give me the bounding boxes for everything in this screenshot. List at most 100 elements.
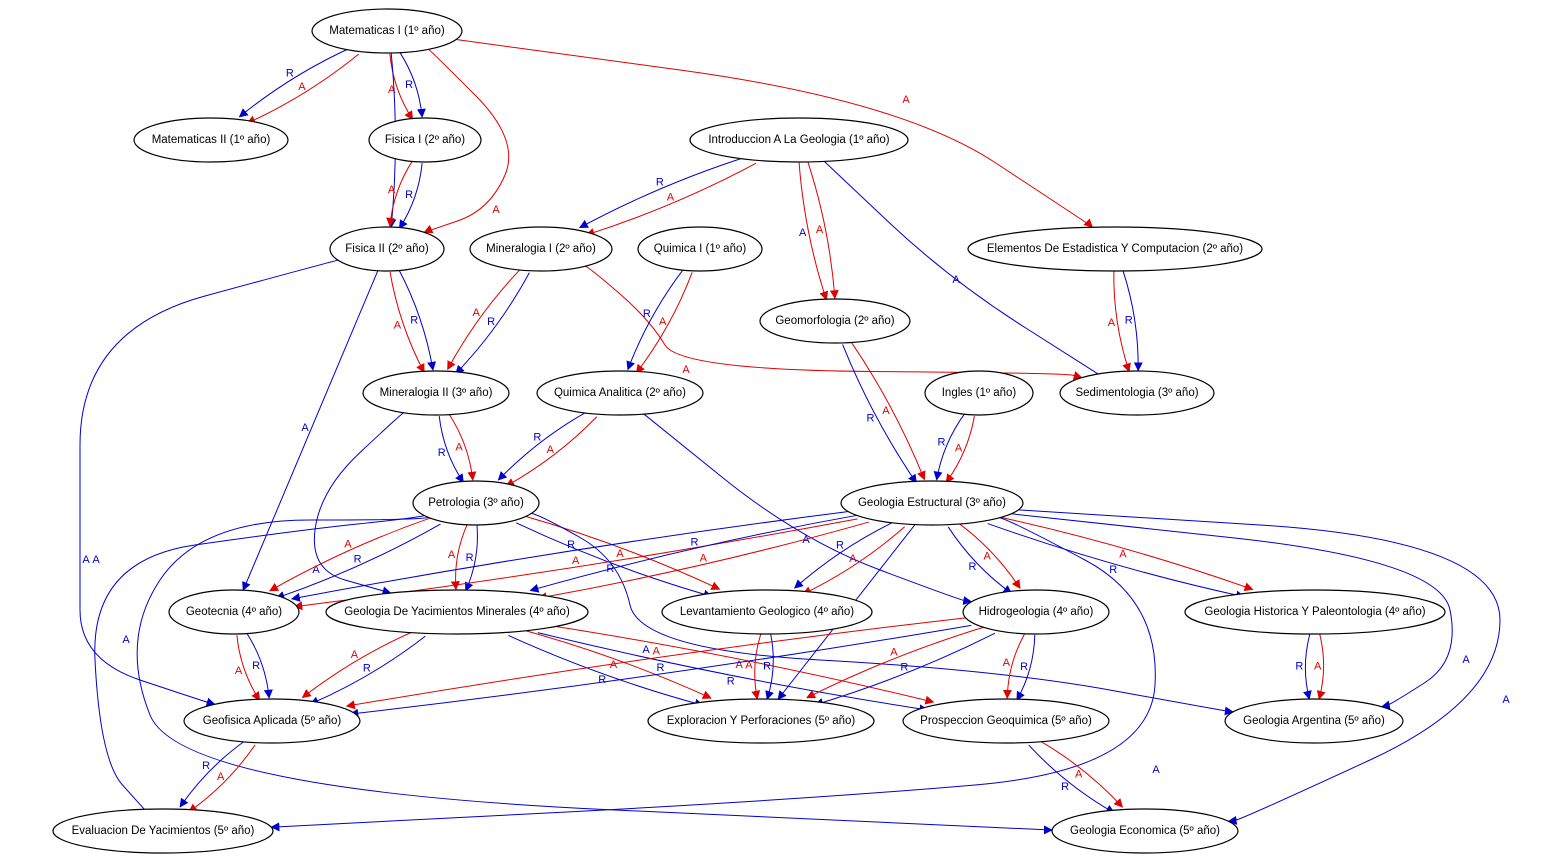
node-label: Ingles (1º año) <box>942 387 1017 399</box>
node-shape[interactable] <box>311 8 463 54</box>
node-hidro[interactable]: Hidrogeologia (4º año) <box>962 589 1110 635</box>
edge-label: R <box>727 675 735 687</box>
node-evyac[interactable]: Evaluacion De Yacimientos (5º año) <box>52 808 274 854</box>
node-label: Prospeccion Geoquimica (5º año) <box>920 715 1092 727</box>
node-min1[interactable]: Mineralogia I (2º año) <box>469 226 613 272</box>
edge-path <box>313 412 405 596</box>
node-gym[interactable]: Geologia De Yacimientos Minerales (4º añ… <box>325 589 589 635</box>
node-label: Hidrogeologia (4º año) <box>979 606 1094 618</box>
node-mat1[interactable]: Matematicas I (1º año) <box>311 8 463 54</box>
node-shape[interactable] <box>469 226 613 272</box>
edge-path <box>945 416 975 484</box>
node-geotec[interactable]: Geotecnia (4º año) <box>168 589 300 635</box>
edge-label: A <box>1119 548 1127 560</box>
node-levant[interactable]: Levantamiento Geologico (4º año) <box>661 589 873 635</box>
node-shape[interactable] <box>840 480 1024 526</box>
edge-label: R <box>466 552 474 564</box>
edge-label: R <box>438 447 446 459</box>
node-ingles[interactable]: Ingles (1º año) <box>924 370 1034 416</box>
node-shape[interactable] <box>325 589 589 635</box>
node-min2[interactable]: Mineralogia II (3º año) <box>362 370 510 416</box>
node-petro[interactable]: Petrologia (3º año) <box>412 480 540 526</box>
edge-petro-garg-r: A <box>531 512 1234 716</box>
node-histpal[interactable]: Geologia Historica Y Paleontologia (4º a… <box>1184 589 1446 635</box>
edge-path <box>1302 633 1312 700</box>
node-shape[interactable] <box>902 698 1110 744</box>
node-label: Fisica I (2º año) <box>385 134 465 146</box>
edge-fis1-fis2-r: R <box>398 162 423 230</box>
edge-geofis-evyac-a: A <box>188 744 256 813</box>
edge-gestr-hidro-r: R <box>947 526 1013 594</box>
node-label: Mineralogia I (2º año) <box>486 243 596 255</box>
edge-fis1-fis2-a: A <box>386 160 414 227</box>
node-label: Elementos De Estadistica Y Computacion (… <box>987 243 1243 255</box>
edge-label: R <box>487 316 495 328</box>
node-gestr[interactable]: Geologia Estructural (3º año) <box>840 480 1024 526</box>
edge-label: R <box>405 79 413 91</box>
edge-label: R <box>1020 661 1028 673</box>
node-explor[interactable]: Exploracion Y Perforaciones (5º año) <box>647 698 875 744</box>
node-shape[interactable] <box>1184 589 1446 635</box>
edge-mat1-fis2-a: A <box>423 48 510 234</box>
node-label: Quimica I (1º año) <box>654 243 747 255</box>
node-fis2[interactable]: Fisica II (2º año) <box>329 226 445 272</box>
edge-label: A <box>955 443 963 455</box>
edge-label: A <box>745 660 753 672</box>
node-prosp[interactable]: Prospeccion Geoquimica (5º año) <box>902 698 1110 744</box>
node-geofis[interactable]: Geofisica Aplicada (5º año) <box>183 698 361 744</box>
node-shape[interactable] <box>362 370 510 416</box>
edge-label: A <box>298 81 306 93</box>
node-shape[interactable] <box>1051 808 1239 854</box>
edges-layer: ARRARAARAARAAARARAAARAAARARARARAARARARAA… <box>79 39 1510 835</box>
edge-label: A <box>890 646 898 658</box>
edge-label: R <box>968 561 976 573</box>
node-shape[interactable] <box>168 589 300 635</box>
edge-gestr-geoeco-r: A <box>1018 509 1510 825</box>
node-shape[interactable] <box>329 226 445 272</box>
node-shape[interactable] <box>689 117 909 163</box>
node-shape[interactable] <box>412 480 540 526</box>
node-fis1[interactable]: Fisica I (2º año) <box>368 117 482 163</box>
edge-mat1-fis1-r: R <box>399 51 426 118</box>
edge-hidro-geofis-a: A <box>345 616 969 710</box>
node-shape[interactable] <box>368 117 482 163</box>
node-shape[interactable] <box>924 370 1034 416</box>
node-shape[interactable] <box>647 698 875 744</box>
node-geomorf[interactable]: Geomorfologia (2º año) <box>759 298 911 344</box>
node-shape[interactable] <box>183 698 361 744</box>
node-shape[interactable] <box>52 808 274 854</box>
node-garg[interactable]: Geologia Argentina (5º año) <box>1224 698 1404 744</box>
node-shape[interactable] <box>661 589 873 635</box>
edge-label: A <box>642 644 650 656</box>
node-shape[interactable] <box>133 117 289 163</box>
edge-estad-sedim-r: R <box>1122 270 1143 372</box>
edge-label: R <box>656 662 664 674</box>
edge-path <box>1011 513 1453 710</box>
edge-path <box>626 268 685 371</box>
edge-hidro-explor-a: A <box>806 625 989 699</box>
edge-path <box>188 744 256 813</box>
edge-path <box>1122 270 1143 372</box>
node-shape[interactable] <box>1059 370 1215 416</box>
edge-label: R <box>656 177 664 189</box>
edge-path <box>1018 509 1501 825</box>
node-shape[interactable] <box>637 226 763 272</box>
node-shape[interactable] <box>962 589 1110 635</box>
edge-path <box>1028 744 1115 814</box>
node-qui1[interactable]: Quimica I (1º año) <box>637 226 763 272</box>
node-shape[interactable] <box>967 226 1263 272</box>
node-estad[interactable]: Elementos De Estadistica Y Computacion (… <box>967 226 1263 272</box>
node-shape[interactable] <box>536 370 704 416</box>
edge-gestr-histpal-a: A <box>994 515 1254 591</box>
node-intro[interactable]: Introduccion A La Geologia (1º año) <box>689 117 909 163</box>
node-shape[interactable] <box>759 298 911 344</box>
node-shape[interactable] <box>1224 698 1404 744</box>
edge-prosp-geoeco-a: A <box>1036 738 1124 808</box>
edge-path <box>529 513 864 593</box>
node-quian[interactable]: Quimica Analitica (2º año) <box>536 370 704 416</box>
edge-path <box>521 514 721 590</box>
edge-label: R <box>354 553 362 565</box>
node-sedim[interactable]: Sedimentologia (3º año) <box>1059 370 1215 416</box>
node-geoeco[interactable]: Geologia Economica (5º año) <box>1051 808 1239 854</box>
node-mat2[interactable]: Matematicas II (1º año) <box>133 117 289 163</box>
